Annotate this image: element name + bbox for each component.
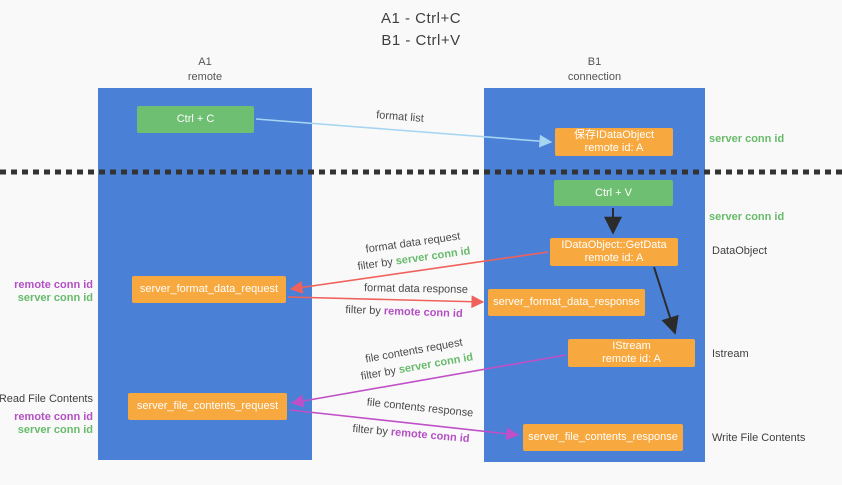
istream-label: Istream — [712, 348, 749, 360]
node-getdata-line1: IDataObject::GetData — [561, 239, 667, 251]
node-file-response-label: server_file_contents_response — [528, 431, 678, 443]
node-istream-line2: remote id: A — [602, 353, 661, 365]
lifeline-b1-name: B1 — [587, 56, 602, 68]
lifeline-a1-name: A1 — [198, 56, 212, 68]
remote-conn-id-label-file: remote conn id — [14, 411, 93, 423]
node-ctrl-v-label: Ctrl + V — [595, 186, 632, 199]
remote-conn-id-text: remote conn id — [390, 426, 470, 446]
node-istream-line1: IStream — [612, 340, 651, 352]
node-file-response: server_file_contents_response — [523, 424, 683, 451]
node-istream: IStream remote id: A — [568, 339, 695, 367]
file-contents-response-filter-label: filter by remote conn id — [352, 423, 470, 445]
remote-conn-id-text: remote conn id — [383, 305, 463, 321]
node-format-response: server_format_data_response — [488, 289, 645, 316]
lifeline-a1-role: remote — [187, 70, 223, 83]
node-save-dataobject-line1: 保存IDataObject — [573, 129, 655, 141]
node-format-response-label: server_format_data_response — [493, 296, 640, 308]
filter-by-text: filter by — [356, 255, 397, 273]
dataobject-label: DataObject — [712, 245, 768, 257]
node-save-dataobject: 保存IDataObject remote id: A — [555, 128, 673, 156]
lifeline-b1-role: connection — [567, 70, 622, 83]
server-conn-id-label-top: server conn id — [709, 133, 785, 145]
node-ctrl-c-label: Ctrl + C — [176, 113, 215, 125]
node-file-request-label: server_file_contents_request — [136, 400, 279, 412]
node-save-dataobject-line2: remote id: A — [584, 142, 644, 154]
server-conn-id-label-file: server conn id — [17, 424, 93, 436]
read-file-contents-label: Read File Contents — [0, 393, 93, 405]
lifeline-header-b1: B1 connection — [484, 55, 705, 85]
title-line-b1: B1 - Ctrl+V — [381, 31, 461, 49]
filter-by-text: filter by — [345, 303, 385, 318]
title-line-a1: A1 - Ctrl+C — [380, 10, 462, 27]
node-format-request-label: server_format_data_request — [139, 283, 279, 295]
remote-conn-id-label-format: remote conn id — [14, 279, 93, 291]
lifeline-header-a1: A1 remote — [98, 55, 312, 85]
node-getdata: IDataObject::GetData remote id: A — [550, 238, 678, 266]
file-contents-response-label: file contents response — [366, 396, 474, 420]
diagram-title: A1 - Ctrl+C B1 - Ctrl+V — [0, 8, 842, 52]
node-format-request: server_format_data_request — [132, 276, 286, 303]
format-data-response-label: format data response — [363, 282, 469, 296]
filter-by-text: filter by — [359, 364, 400, 383]
node-ctrl-c: Ctrl + C — [137, 106, 254, 133]
node-getdata-line2: remote id: A — [584, 252, 644, 264]
server-conn-id-label-format: server conn id — [17, 292, 93, 304]
write-file-contents-label: Write File Contents — [712, 432, 806, 444]
format-data-response-arrow — [287, 295, 485, 309]
format-data-response-filter-label: filter by remote conn id — [345, 304, 463, 320]
format-list-label: format list — [375, 109, 425, 125]
node-file-request: server_file_contents_request — [128, 393, 287, 420]
server-conn-id-label-mid: server conn id — [709, 211, 785, 223]
filter-by-text: filter by — [352, 422, 392, 439]
node-ctrl-v: Ctrl + V — [554, 180, 673, 206]
